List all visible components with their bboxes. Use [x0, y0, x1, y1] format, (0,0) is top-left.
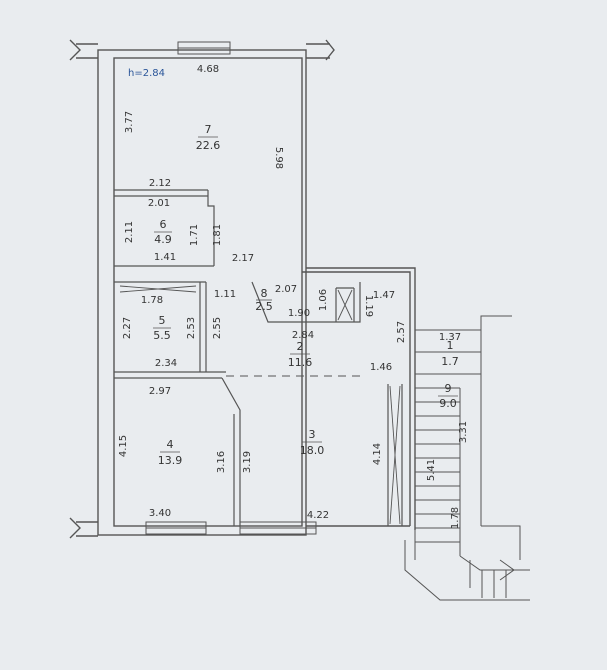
dimension-label: 1.90	[288, 308, 310, 319]
dimension-label: 4.14	[372, 443, 383, 465]
dimension-label: 5.41	[426, 459, 437, 481]
dimension-label: 2.01	[148, 198, 170, 209]
dimension-label: 2.97	[149, 386, 171, 397]
dimension-label: 4.22	[307, 510, 329, 521]
room-area: 18.0	[300, 444, 325, 457]
dimension-label: 1.37	[439, 332, 461, 343]
room-labels: 7 22.6 6 4.9 5 5.5 8 2.5 2 11.6 4 13.9 3…	[153, 123, 460, 467]
room-area: 11.6	[288, 356, 313, 369]
dimension-label: 1.06	[318, 289, 329, 311]
room-number: 6	[160, 218, 167, 231]
room-area: 4.9	[154, 233, 172, 246]
dimension-label: 1.19	[363, 295, 374, 317]
dimension-label: 1.47	[373, 290, 395, 301]
room-number: 8	[261, 287, 268, 300]
dimension-label: 3.40	[149, 508, 171, 519]
room-area: 2.5	[255, 300, 273, 313]
dimension-label: 1.71	[189, 224, 200, 246]
dimension-label: 2.11	[124, 221, 135, 243]
dimension-label: 2.57	[396, 321, 407, 343]
room-number: 5	[159, 314, 166, 327]
outer-walls	[69, 39, 416, 539]
dimension-label: 3.77	[124, 111, 135, 133]
room-number: 2	[297, 340, 304, 353]
dimension-label: 4.15	[118, 435, 129, 457]
dimension-label: 3.31	[458, 421, 469, 443]
dimension-label: 1.78	[141, 295, 163, 306]
room-number: 9	[445, 382, 452, 395]
dimension-label: 2.27	[122, 317, 133, 339]
dimension-label: 2.07	[275, 284, 297, 295]
windows	[145, 41, 317, 535]
dimension-label: 5.98	[273, 147, 284, 169]
dimension-label: 3.19	[242, 451, 253, 473]
fixture-marks	[119, 285, 401, 525]
dimension-label: 3.16	[216, 451, 227, 473]
room-number: 3	[309, 428, 316, 441]
room-number: 7	[205, 123, 212, 136]
dimension-label: 1.46	[370, 362, 392, 373]
dimension-label: 4.68	[197, 64, 219, 75]
dimension-label: 2.12	[149, 178, 171, 189]
room-area: 13.9	[158, 454, 183, 467]
dimension-label: 1.11	[214, 289, 236, 300]
dimension-label: 1.81	[212, 224, 223, 246]
room-area: 5.5	[153, 329, 171, 342]
dimension-labels: 4.68 3.77 5.98 2.12 2.01 2.11 1.71 1.81 …	[118, 64, 469, 529]
interior-walls	[114, 189, 403, 526]
dimension-label: 2.53	[186, 317, 197, 339]
dimension-label: 2.17	[232, 253, 254, 264]
dimension-label: 2.84	[292, 330, 314, 341]
dimension-label: 2.34	[155, 358, 177, 369]
ceiling-height-label: h=2.84	[128, 68, 165, 79]
dimension-label: 1.78	[450, 507, 461, 529]
room-area: 22.6	[196, 139, 221, 152]
dimension-label: 2.55	[212, 317, 223, 339]
dimension-label: 1.41	[154, 252, 176, 263]
room-number: 4	[167, 438, 174, 451]
staircase	[404, 315, 530, 601]
room-area: 1.7	[441, 355, 459, 368]
room-number: 1	[447, 339, 454, 352]
room-area: 9.0	[439, 397, 457, 410]
